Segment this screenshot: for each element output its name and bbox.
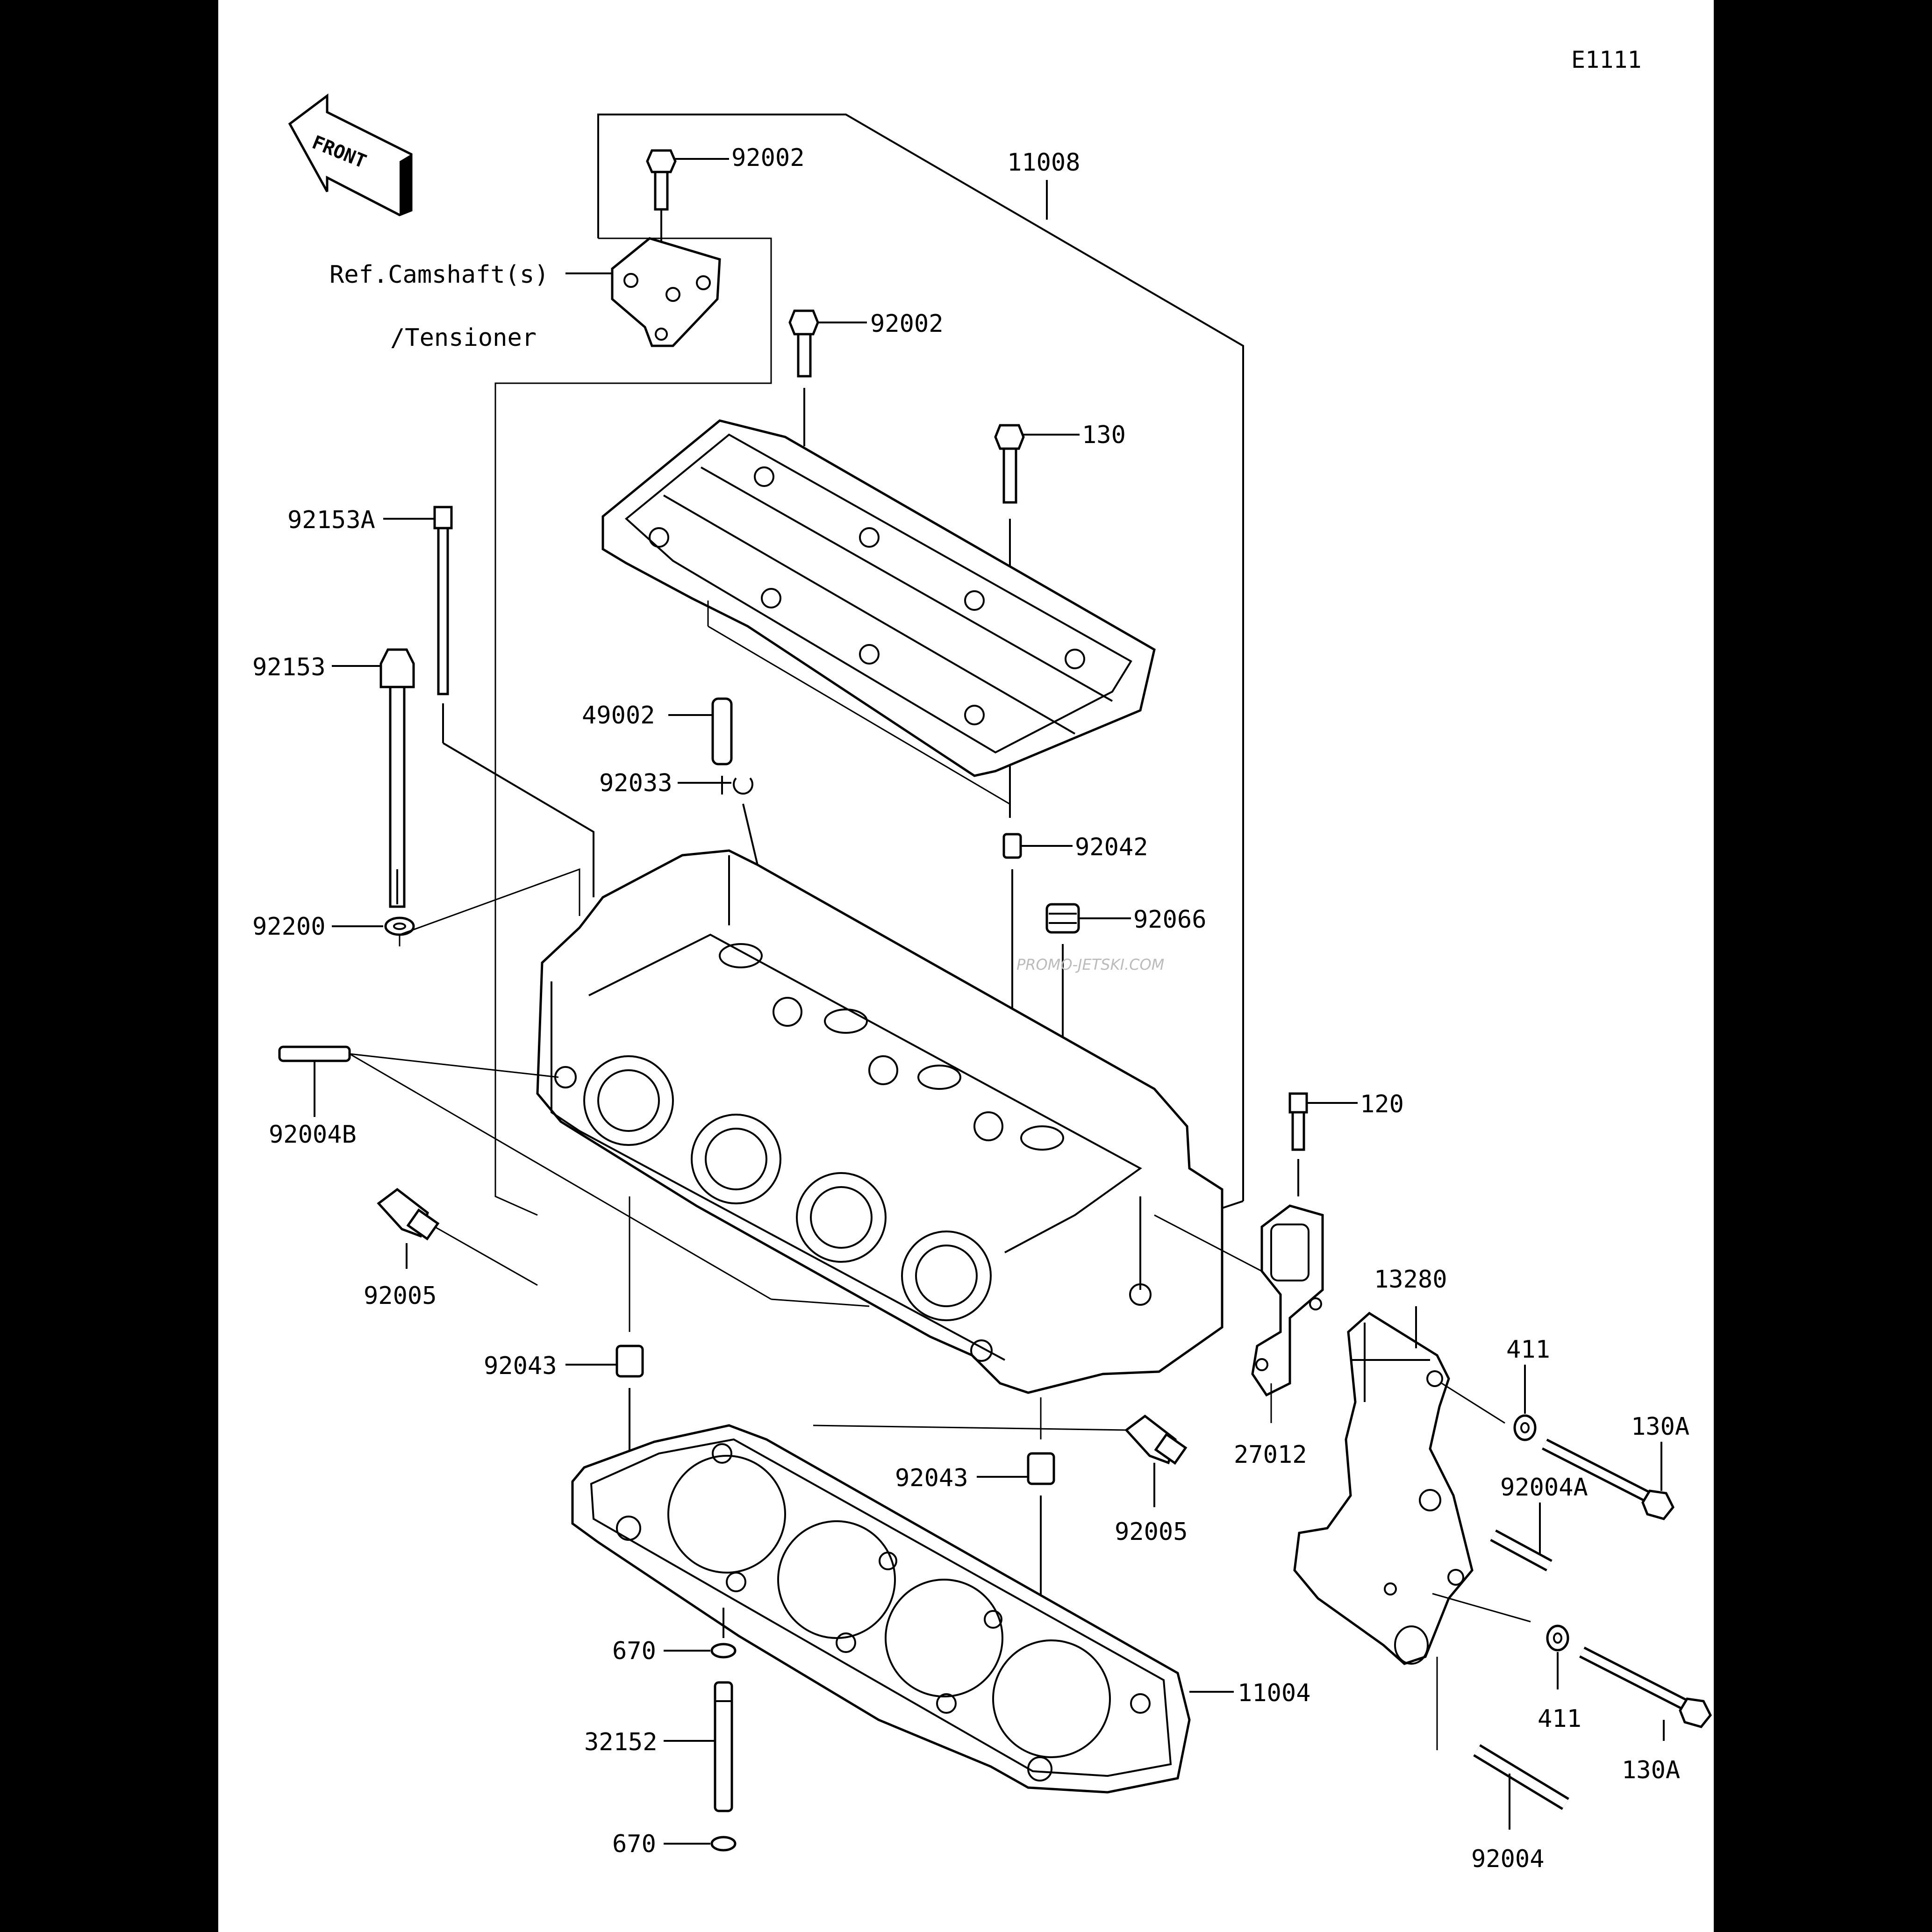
bolt-92153A: [433, 506, 594, 897]
callout-92004A: 92004A: [1500, 1474, 1588, 1502]
o-ring-670-upper: [710, 1608, 737, 1659]
camshaft-tensioner-bracket: [611, 237, 721, 347]
ref-note-line1: Ref.Camshaft(s): [329, 261, 549, 289]
callout-92005-left: 92005: [364, 1282, 437, 1310]
pipe-32152: [714, 1681, 733, 1812]
camshaft-holder-frame: [601, 419, 1156, 805]
callout-92005-right: 92005: [1115, 1518, 1188, 1546]
callout-92200: 92200: [252, 913, 326, 941]
callout-92004: 92004: [1471, 1845, 1545, 1873]
ref-note-line2: /Tensioner: [390, 324, 537, 352]
callout-92002-top: 92002: [731, 144, 805, 172]
bolt-130A-upper: [1542, 1438, 1674, 1520]
pin-49002: [711, 697, 733, 794]
callout-27012: 27012: [1234, 1441, 1307, 1469]
stud-92004: [1436, 1657, 1569, 1810]
callout-411-upper: 411: [1506, 1336, 1550, 1364]
callout-130: 130: [1082, 421, 1126, 449]
washer-411-lower: [1546, 1624, 1569, 1689]
callout-130A-upper: 130A: [1631, 1413, 1689, 1441]
callout-92066: 92066: [1133, 906, 1207, 934]
bolt-92002-top: [646, 149, 677, 280]
o-ring-670-lower: [710, 1836, 737, 1852]
callout-11004: 11004: [1238, 1679, 1311, 1707]
callout-92153: 92153: [252, 653, 326, 681]
cylinder-head: [536, 849, 1224, 1394]
bolt-130A-lower: [1579, 1646, 1712, 1728]
washer-92200: [384, 916, 415, 936]
mount-bracket-13280: [1293, 1311, 1531, 1665]
callout-92004B: 92004B: [269, 1121, 357, 1149]
fitting-92005-left: [377, 1188, 538, 1286]
bolt-92153: [379, 648, 415, 908]
callout-92153A: 92153A: [287, 506, 375, 534]
callout-670-upper: 670: [612, 1637, 656, 1665]
bolt-120: [1288, 1092, 1308, 1196]
stud-92004B: [278, 1045, 870, 1307]
bolt-92002-second: [788, 309, 819, 446]
callout-11008: 11008: [1007, 149, 1080, 177]
callout-13280: 13280: [1374, 1266, 1447, 1294]
callout-92043-left: 92043: [484, 1352, 557, 1380]
callout-130A-lower: 130A: [1622, 1756, 1680, 1784]
callout-92042: 92042: [1075, 833, 1148, 861]
callout-411-lower: 411: [1538, 1705, 1581, 1733]
front-direction-arrow: FRONT: [288, 93, 413, 216]
gasket-27012: [1251, 1204, 1324, 1397]
callout-92043-right: 92043: [895, 1464, 968, 1492]
callout-120: 120: [1360, 1090, 1404, 1118]
callout-92002-second: 92002: [870, 310, 944, 338]
callout-670-lower: 670: [612, 1830, 656, 1858]
callout-49002: 49002: [582, 701, 655, 730]
fitting-92005-right: [813, 1414, 1188, 1465]
stud-92004A: [1490, 1529, 1553, 1572]
head-gasket-11004: [571, 1424, 1191, 1794]
watermark-right: PROMO-JETSKI.COM: [1016, 956, 1164, 973]
callout-32152: 32152: [584, 1728, 658, 1756]
diagram-code: E1111: [1571, 46, 1642, 73]
callout-92033: 92033: [599, 769, 673, 797]
washer-411-upper: [1513, 1365, 1537, 1441]
